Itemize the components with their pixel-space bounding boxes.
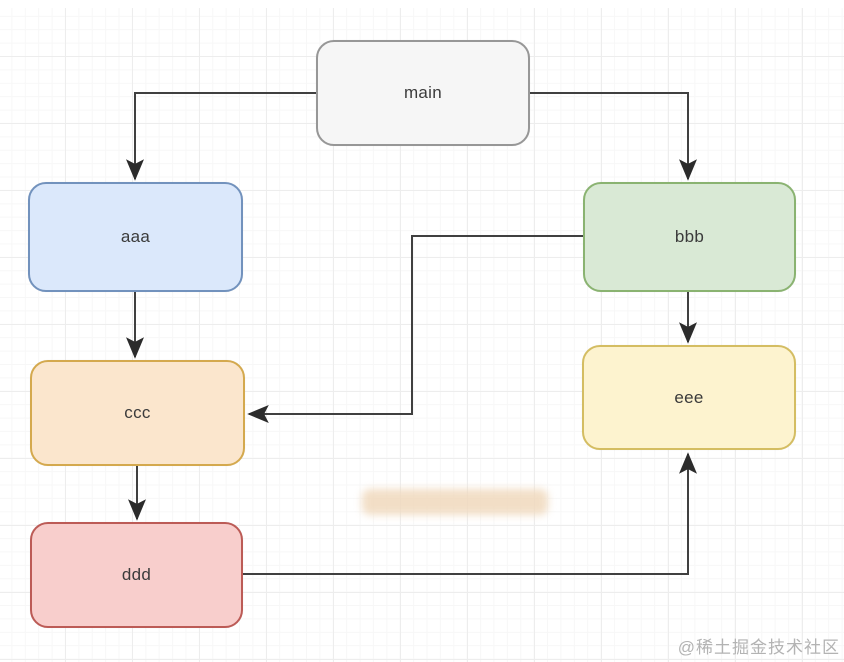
node-main: main (316, 40, 530, 146)
node-ddd: ddd (30, 522, 243, 628)
watermark-text: @稀土掘金技术社区 (677, 638, 840, 657)
edge-main-to-bbb (530, 92, 697, 181)
node-eee: eee (582, 345, 796, 450)
edge-main-to-aaa (126, 92, 316, 181)
node-aaa: aaa (28, 182, 243, 292)
edge-bbb-to-ccc (247, 235, 583, 423)
node-bbb: bbb (583, 182, 796, 292)
blurred-watermark (362, 489, 548, 515)
node-ccc: ccc (30, 360, 245, 466)
